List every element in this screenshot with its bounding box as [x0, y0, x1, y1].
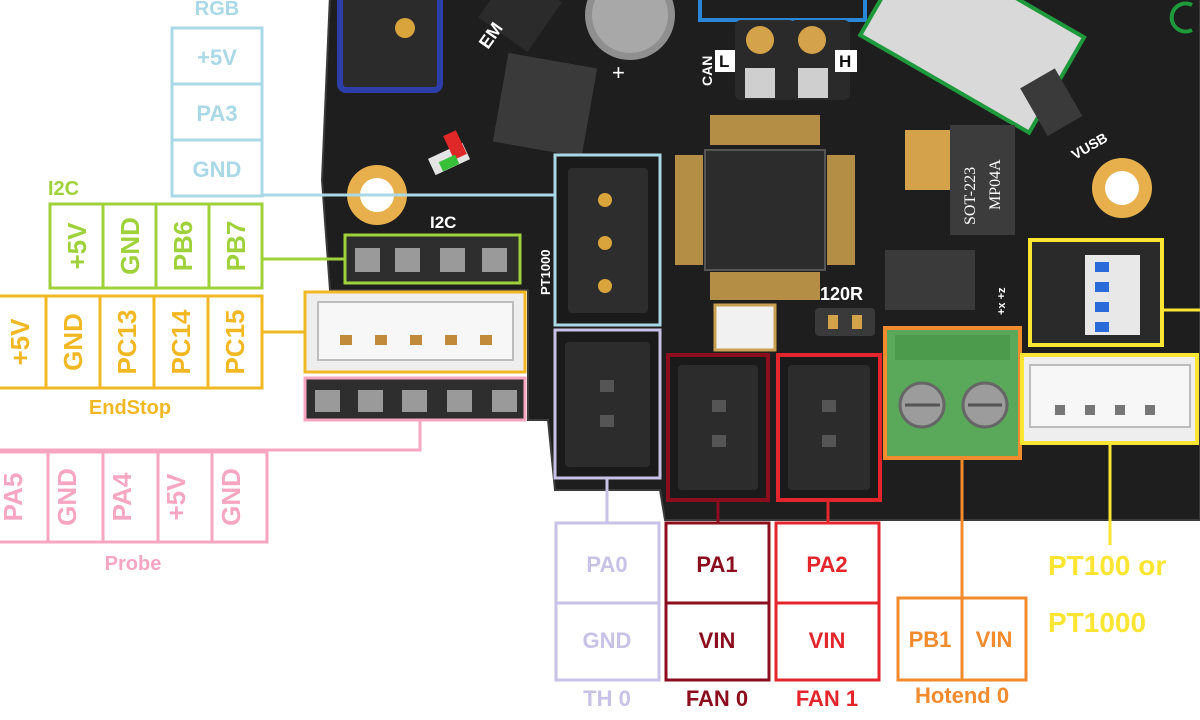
rgb-pin-2: PA3 [196, 101, 237, 126]
i2c-header: I2C [343, 213, 522, 285]
buzzer: + [585, 0, 675, 85]
th0-pin-2: GND [583, 628, 632, 653]
silk-plus: + [612, 60, 625, 85]
pt-line-1: PT100 or [1048, 550, 1166, 581]
rgb-pinout: RGB +5V PA3 GND [170, 0, 264, 198]
hotend0-title: Hotend 0 [915, 683, 1009, 708]
endstop-pinout: +5V GND PC13 PC14 PC15 EndStop [0, 294, 264, 419]
regulator: SOT-223 MP04A [905, 125, 1015, 235]
th0-connector [553, 328, 662, 480]
fan1-title: FAN 1 [796, 686, 858, 711]
pt-sensor-label: PT100 or PT1000 [1048, 550, 1166, 638]
transceiver-chip [885, 250, 975, 310]
fan0-title: FAN 0 [686, 686, 748, 711]
fan1-pinout: PA2 VIN FAN 1 [774, 521, 881, 711]
rgb-pin-1: +5V [197, 45, 237, 70]
probe-header [303, 376, 527, 422]
status-leds [427, 130, 471, 176]
pcb-board: EM + L H CAN [303, 0, 1200, 521]
probe-pin-4: +5V [161, 473, 191, 521]
i2c-pin-3: PB6 [168, 221, 198, 272]
th0-pinout: PA0 GND TH 0 [554, 521, 661, 711]
probe-pin-1: PA5 [0, 473, 28, 522]
chip-sot: SOT-223 [962, 167, 979, 225]
rgb-title: RGB [195, 0, 239, 20]
i2c-pin-4: PB7 [221, 221, 251, 272]
mounting-hole-right [1092, 158, 1152, 218]
probe-leader [0, 420, 422, 452]
i2c-pin-2: GND [115, 217, 145, 275]
silk-can-h: H [839, 52, 851, 71]
i2c-pin-1: +5V [62, 222, 92, 270]
jumper-120r: 120R [815, 284, 875, 336]
fan1-pin-1: PA2 [806, 552, 847, 577]
i2c-title: I2C [48, 178, 79, 200]
endstop-pin-1: +5V [5, 318, 35, 366]
mcu-pins-left [675, 155, 703, 265]
endstop-title: EndStop [89, 397, 171, 419]
hotend0-pin-1: PB1 [909, 627, 952, 652]
probe-pinout: PA5 GND PA4 +5V GND Probe [0, 450, 269, 575]
white-component [713, 303, 777, 352]
top-left-connector [337, 0, 443, 93]
rgb-header: PT1000 [538, 153, 662, 327]
endstop-pin-5: PC15 [220, 309, 250, 374]
silk-xyz: +x +z [996, 287, 1008, 315]
endstop-pin-2: GND [58, 313, 88, 371]
logo-fragment [1169, 1, 1193, 34]
probe-pin-5: GND [216, 468, 246, 526]
fan0-connector [666, 353, 770, 502]
fan1-connector [776, 353, 882, 502]
silk-i2c: I2C [430, 213, 456, 232]
th0-pin-1: PA0 [586, 552, 627, 577]
rgb-pin-3: GND [193, 157, 242, 182]
th0-title: TH 0 [583, 686, 631, 711]
probe-pin-3: PA4 [107, 472, 137, 521]
pt-connector [1020, 353, 1199, 445]
endstop-pin-4: PC14 [166, 309, 196, 375]
probe-title: Probe [105, 553, 162, 575]
endstop-pin-3: PC13 [112, 309, 142, 374]
hotend-terminal [883, 326, 1022, 460]
hotend0-pin-2: VIN [976, 627, 1013, 652]
chip-mp: MP04A [987, 159, 1004, 210]
mcu-pins-bottom [710, 272, 820, 300]
pt-line-2: PT1000 [1048, 607, 1146, 638]
fan0-pin-2: VIN [699, 628, 736, 653]
fan0-pin-1: PA1 [696, 552, 737, 577]
mcu-pins-right [827, 155, 855, 265]
mcu-chip [704, 149, 826, 271]
hotend0-pinout: PB1 VIN Hotend 0 [896, 596, 1028, 708]
silk-can-l: L [719, 52, 729, 71]
small-chip [492, 52, 598, 158]
endstop-connector [303, 290, 527, 374]
fan0-pinout: PA1 VIN FAN 0 [664, 521, 771, 711]
leader-lines [0, 193, 1200, 598]
mcu-pins-top [710, 115, 820, 145]
i2c-pinout: I2C +5V GND PB6 PB7 [48, 178, 264, 290]
probe-pin-2: GND [52, 468, 82, 526]
silk-pt1000: PT1000 [538, 249, 553, 295]
silk-can: CAN [699, 56, 715, 86]
silk-120r: 120R [820, 284, 863, 304]
dip-switch: +x +z [996, 238, 1164, 347]
can-header: L H CAN [698, 0, 867, 100]
fan1-pin-2: VIN [809, 628, 846, 653]
